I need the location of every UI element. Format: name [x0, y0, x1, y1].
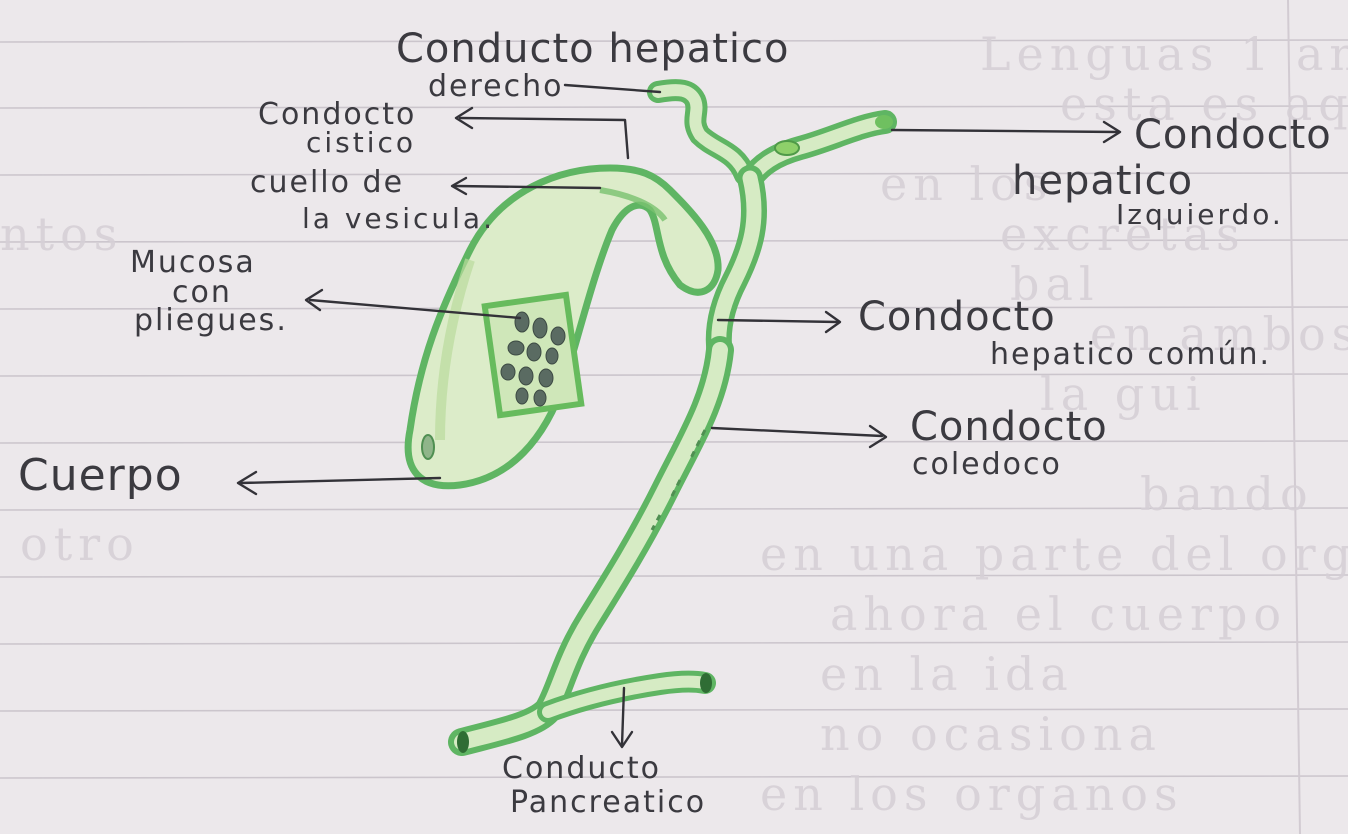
svg-text:ntos: ntos — [0, 207, 123, 261]
svg-text:en una parte del organismo: en una parte del organismo — [760, 527, 1348, 581]
pancreatic-duct-end — [700, 673, 712, 693]
svg-text:otro: otro — [20, 517, 140, 571]
arrow-hepatico-comun — [718, 320, 838, 322]
svg-text:en los organos: en los organos — [760, 767, 1184, 821]
svg-text:no ocasiona: no ocasiona — [820, 707, 1162, 761]
svg-text:Lenguas 1 anem: Lenguas 1 anem — [980, 27, 1348, 81]
arrow-cistico — [460, 118, 628, 158]
label-cuello-line1: cuello de — [250, 165, 404, 200]
bile-duct-end — [457, 731, 469, 753]
arrow-coledoco — [712, 428, 882, 436]
hepatic-junction-mark — [775, 141, 799, 155]
labels: Conducto hepatico derecho Condocto cisti… — [18, 26, 1332, 820]
svg-text:en la ida: en la ida — [820, 647, 1074, 701]
common-hepatic-duct-core — [719, 178, 754, 355]
label-cistico-line2: cistico — [306, 126, 416, 159]
label-hepatico-comun-line2: hepatico común. — [990, 337, 1271, 372]
label-pancreatico-line1: Conducto — [502, 751, 661, 786]
label-hepatico-comun-line1: Condocto — [858, 294, 1056, 340]
label-hepatico-izq-line1: Condocto — [1134, 112, 1332, 158]
label-coledoco-line1: Condocto — [910, 404, 1108, 450]
label-mucosa-line3: pliegues. — [134, 303, 288, 338]
label-coledoco-line2: coledoco — [912, 447, 1062, 482]
label-pancreatico-line2: Pancreatico — [510, 785, 706, 820]
left-hepatic-duct-end — [875, 115, 893, 129]
label-hepatico-izq-line3: Izquierdo. — [1116, 198, 1284, 231]
label-hepatico-derecho-line2: derecho — [428, 69, 564, 104]
svg-text:ahora el cuerpo: ahora el cuerpo — [830, 587, 1287, 641]
right-hepatic-duct-core — [658, 90, 745, 175]
gallbladder-opening — [422, 435, 434, 459]
svg-text:bando: bando — [1140, 467, 1314, 521]
label-cuerpo: Cuerpo — [18, 450, 183, 501]
arrow-cuerpo — [240, 478, 440, 483]
label-cuello-line2: la vesicula. — [302, 202, 495, 235]
label-hepatico-derecho-line1: Conducto hepatico — [396, 26, 789, 72]
arrow-hepatico-derecho — [565, 85, 660, 92]
